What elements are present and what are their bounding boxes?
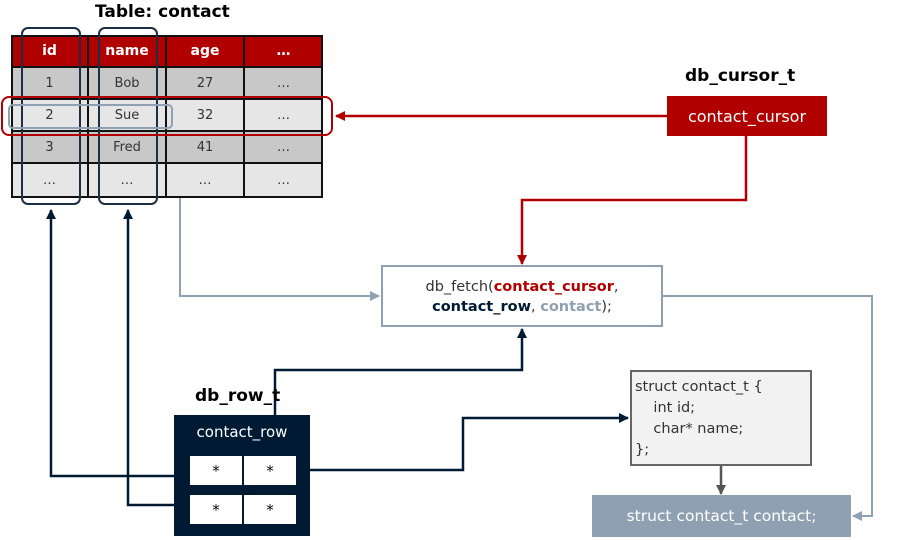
table-row	[11, 163, 323, 198]
struct-line: };	[635, 442, 650, 458]
selected-row-highlight	[1, 96, 333, 136]
name-column-highlight	[98, 27, 158, 205]
table-divider	[11, 66, 323, 68]
cursor-type-label: db_cursor_t	[685, 66, 796, 86]
table-cell: …	[277, 75, 290, 91]
table-divider	[87, 35, 89, 198]
header-id: id	[42, 43, 57, 59]
table-divider	[243, 35, 245, 198]
arrow-fetch-to-instance	[663, 295, 873, 521]
table-cell: Bob	[114, 75, 140, 91]
struct-line: struct contact_t {	[635, 379, 763, 395]
table-title: Table: contact	[95, 2, 230, 22]
table-row	[11, 131, 323, 163]
struct-definition: struct contact_t { int id; char* name;};	[630, 370, 812, 466]
fetch-comma: ,	[531, 299, 541, 315]
table-cell: 3	[45, 139, 54, 155]
table-cell: Fred	[113, 139, 141, 155]
fetch-arg-contact: contact	[540, 299, 602, 315]
db-fetch-call: db_fetch(contact_cursor, contact_row, co…	[381, 265, 663, 327]
arrow-rowbox-to-struct	[310, 413, 629, 472]
table-cell: 27	[196, 75, 214, 91]
arrow-cell-to-id-column	[46, 209, 190, 478]
struct-line: int id;	[635, 400, 696, 416]
struct-instance: struct contact_t contact;	[592, 495, 851, 537]
table-divider	[11, 98, 323, 100]
table-cell: …	[43, 173, 56, 188]
table-row	[11, 67, 323, 99]
arrow-rowbox-to-fetch	[273, 328, 527, 416]
selected-fields-highlight	[8, 104, 173, 129]
fetch-close: );	[601, 299, 612, 315]
row-field-cell: *	[244, 495, 296, 524]
table-cell: …	[120, 173, 134, 188]
table-divider	[11, 130, 323, 132]
table-cell: 32	[196, 107, 214, 123]
table-cell: …	[277, 173, 290, 188]
table-cell: 41	[196, 139, 214, 155]
row-field-cell: *	[190, 456, 242, 485]
table-cell: …	[277, 107, 290, 123]
header-name: name	[105, 43, 149, 59]
table-divider	[11, 162, 323, 164]
row-type-label: db_row_t	[195, 386, 281, 406]
fetch-comma: ,	[613, 279, 619, 295]
table-divider	[165, 35, 167, 198]
row-field-cell: *	[244, 456, 296, 485]
contact-cursor-box: contact_cursor	[667, 96, 827, 136]
arrow-cell-to-name-column	[123, 209, 190, 507]
table-cell: 1	[45, 75, 54, 91]
fetch-arg-cursor: contact_cursor	[493, 279, 614, 295]
header-age: age	[190, 43, 220, 59]
contact-row-title: contact_row	[196, 423, 288, 441]
id-column-highlight	[21, 27, 81, 205]
table-border	[11, 35, 323, 198]
arrow-cursor-to-fetch	[517, 136, 748, 265]
table-cell: …	[277, 139, 290, 155]
fetch-function-name: db_fetch(	[425, 279, 494, 295]
fetch-arg-row: contact_row	[432, 299, 531, 315]
table-header-row	[11, 35, 323, 67]
table-cell: …	[198, 173, 212, 188]
contact-row-box: contact_row * * * *	[174, 415, 310, 536]
row-field-cell: *	[190, 495, 242, 524]
header-more: …	[276, 43, 291, 59]
table-cell: Sue	[114, 107, 140, 123]
table-cell: 2	[45, 107, 54, 123]
contact-table: id name age … 1 Bob 27 … 2 Sue 32 … 3 Fr…	[11, 35, 323, 198]
struct-line: char* name;	[635, 421, 744, 437]
